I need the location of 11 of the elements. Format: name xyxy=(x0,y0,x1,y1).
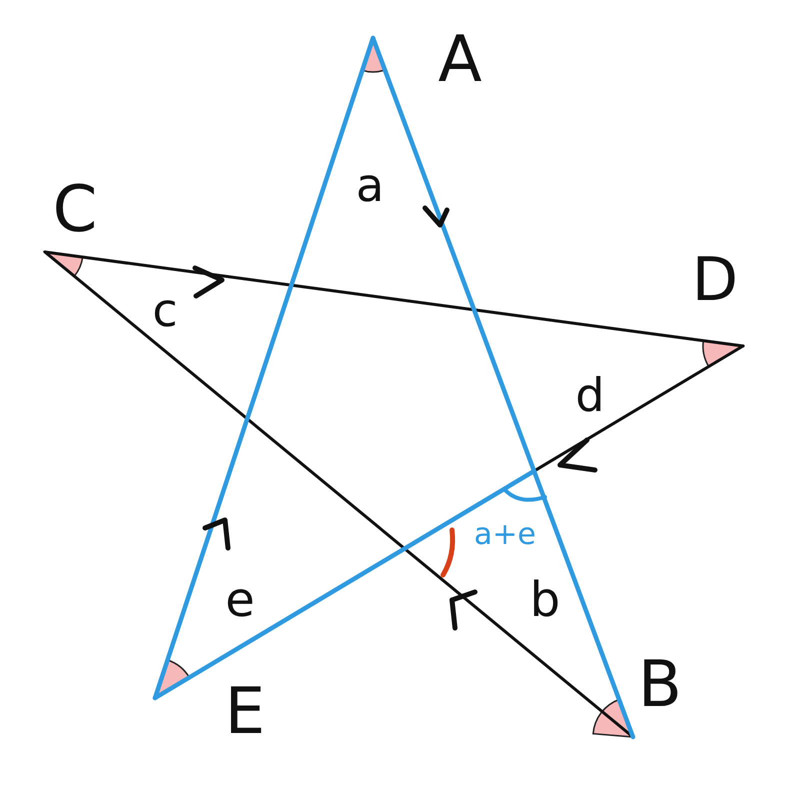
angle-label: c xyxy=(152,287,178,333)
vertex-label: B xyxy=(638,653,682,717)
angle-label: e xyxy=(225,576,255,624)
vertex-label: C xyxy=(52,178,98,242)
angle-label: d xyxy=(575,372,605,418)
angle-label: a xyxy=(356,162,384,208)
vertex-label: E xyxy=(224,680,266,744)
angle-label: b xyxy=(530,576,560,624)
angle-label: a+e xyxy=(474,520,536,550)
vertex-label: D xyxy=(692,250,738,310)
vertex-label: A xyxy=(438,28,482,92)
